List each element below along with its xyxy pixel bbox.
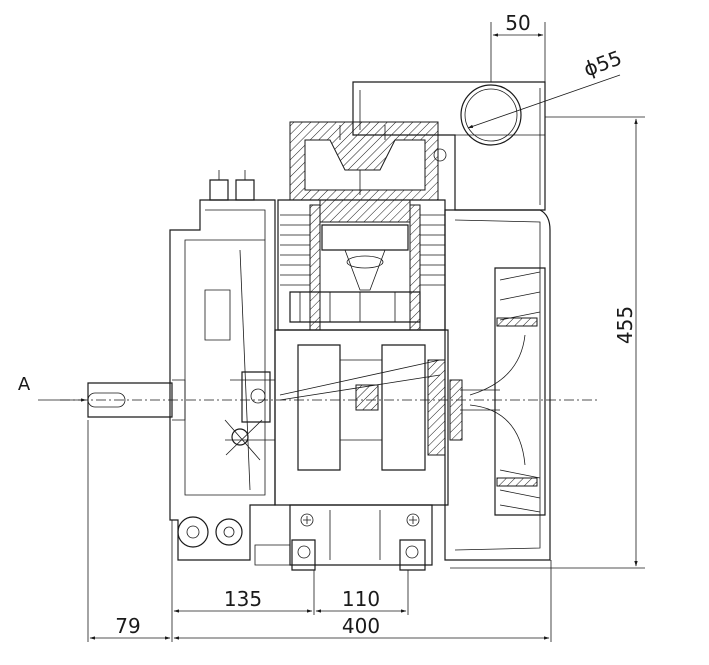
- dim-offset-110: 110: [342, 587, 380, 611]
- dimension-lines: [38, 22, 645, 642]
- crankcase: [274, 329, 449, 571]
- dim-overhang-79: 79: [115, 614, 140, 638]
- cylinder-head: [289, 121, 447, 201]
- gear-case: [169, 170, 291, 566]
- dimension-labels: 50 ϕ55 455 135 110 79 400 A: [18, 11, 637, 638]
- dim-top-width: 50: [505, 11, 530, 35]
- view-label-a: A: [18, 374, 31, 395]
- exhaust-outlet: [460, 84, 522, 146]
- engine-body: [60, 81, 600, 571]
- fan-housing: [444, 209, 551, 561]
- dim-total-width: 400: [342, 614, 380, 638]
- dim-height: 455: [613, 306, 637, 344]
- output-shaft: [87, 379, 186, 421]
- cylinder-block: [277, 199, 446, 331]
- dim-offset-135: 135: [224, 587, 262, 611]
